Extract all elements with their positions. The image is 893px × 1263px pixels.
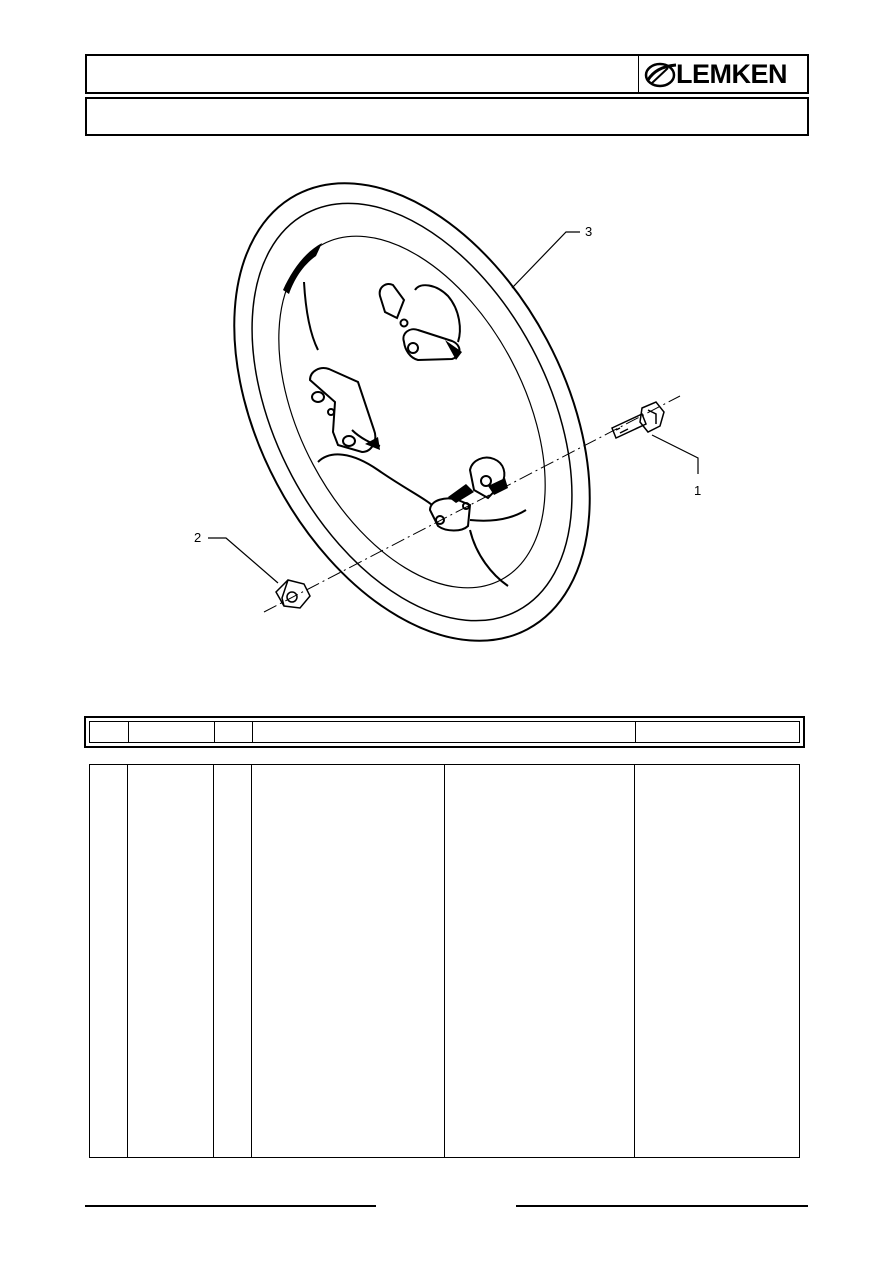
body-col-divider-1 — [127, 765, 128, 1157]
footer-rule-right — [516, 1205, 808, 1207]
header-divider — [638, 56, 639, 92]
header-subtitle-box — [85, 97, 809, 136]
brand-name: LEMKEN — [676, 59, 788, 89]
body-col-divider-3 — [251, 765, 252, 1157]
body-col-divider-5 — [634, 765, 635, 1157]
bolt-part-1 — [611, 401, 665, 440]
header-col-divider-1 — [128, 722, 129, 742]
wheel-part-3 — [233, 182, 591, 642]
parts-table-header — [84, 716, 805, 748]
exploded-view-diagram — [208, 182, 699, 642]
header-col-divider-2 — [214, 722, 215, 742]
callout-number-2: 2 — [194, 530, 202, 545]
header-col-divider-4 — [635, 722, 636, 742]
parts-table-body — [89, 764, 800, 1158]
callout-number-3: 3 — [585, 224, 593, 239]
brand-logo: LEMKEN — [640, 56, 808, 92]
callout-leaders — [208, 231, 699, 584]
callout-number-1: 1 — [694, 483, 702, 498]
header-col-divider-3 — [252, 722, 253, 742]
parts-table-header-inner — [89, 721, 800, 743]
header-title-box: LEMKEN — [85, 54, 809, 94]
assembly-centerline — [263, 395, 681, 613]
footer-rule-left — [85, 1205, 376, 1207]
nut-part-2 — [275, 579, 311, 609]
body-col-divider-4 — [444, 765, 445, 1157]
body-col-divider-2 — [213, 765, 214, 1157]
lemken-emblem-icon — [644, 62, 677, 88]
